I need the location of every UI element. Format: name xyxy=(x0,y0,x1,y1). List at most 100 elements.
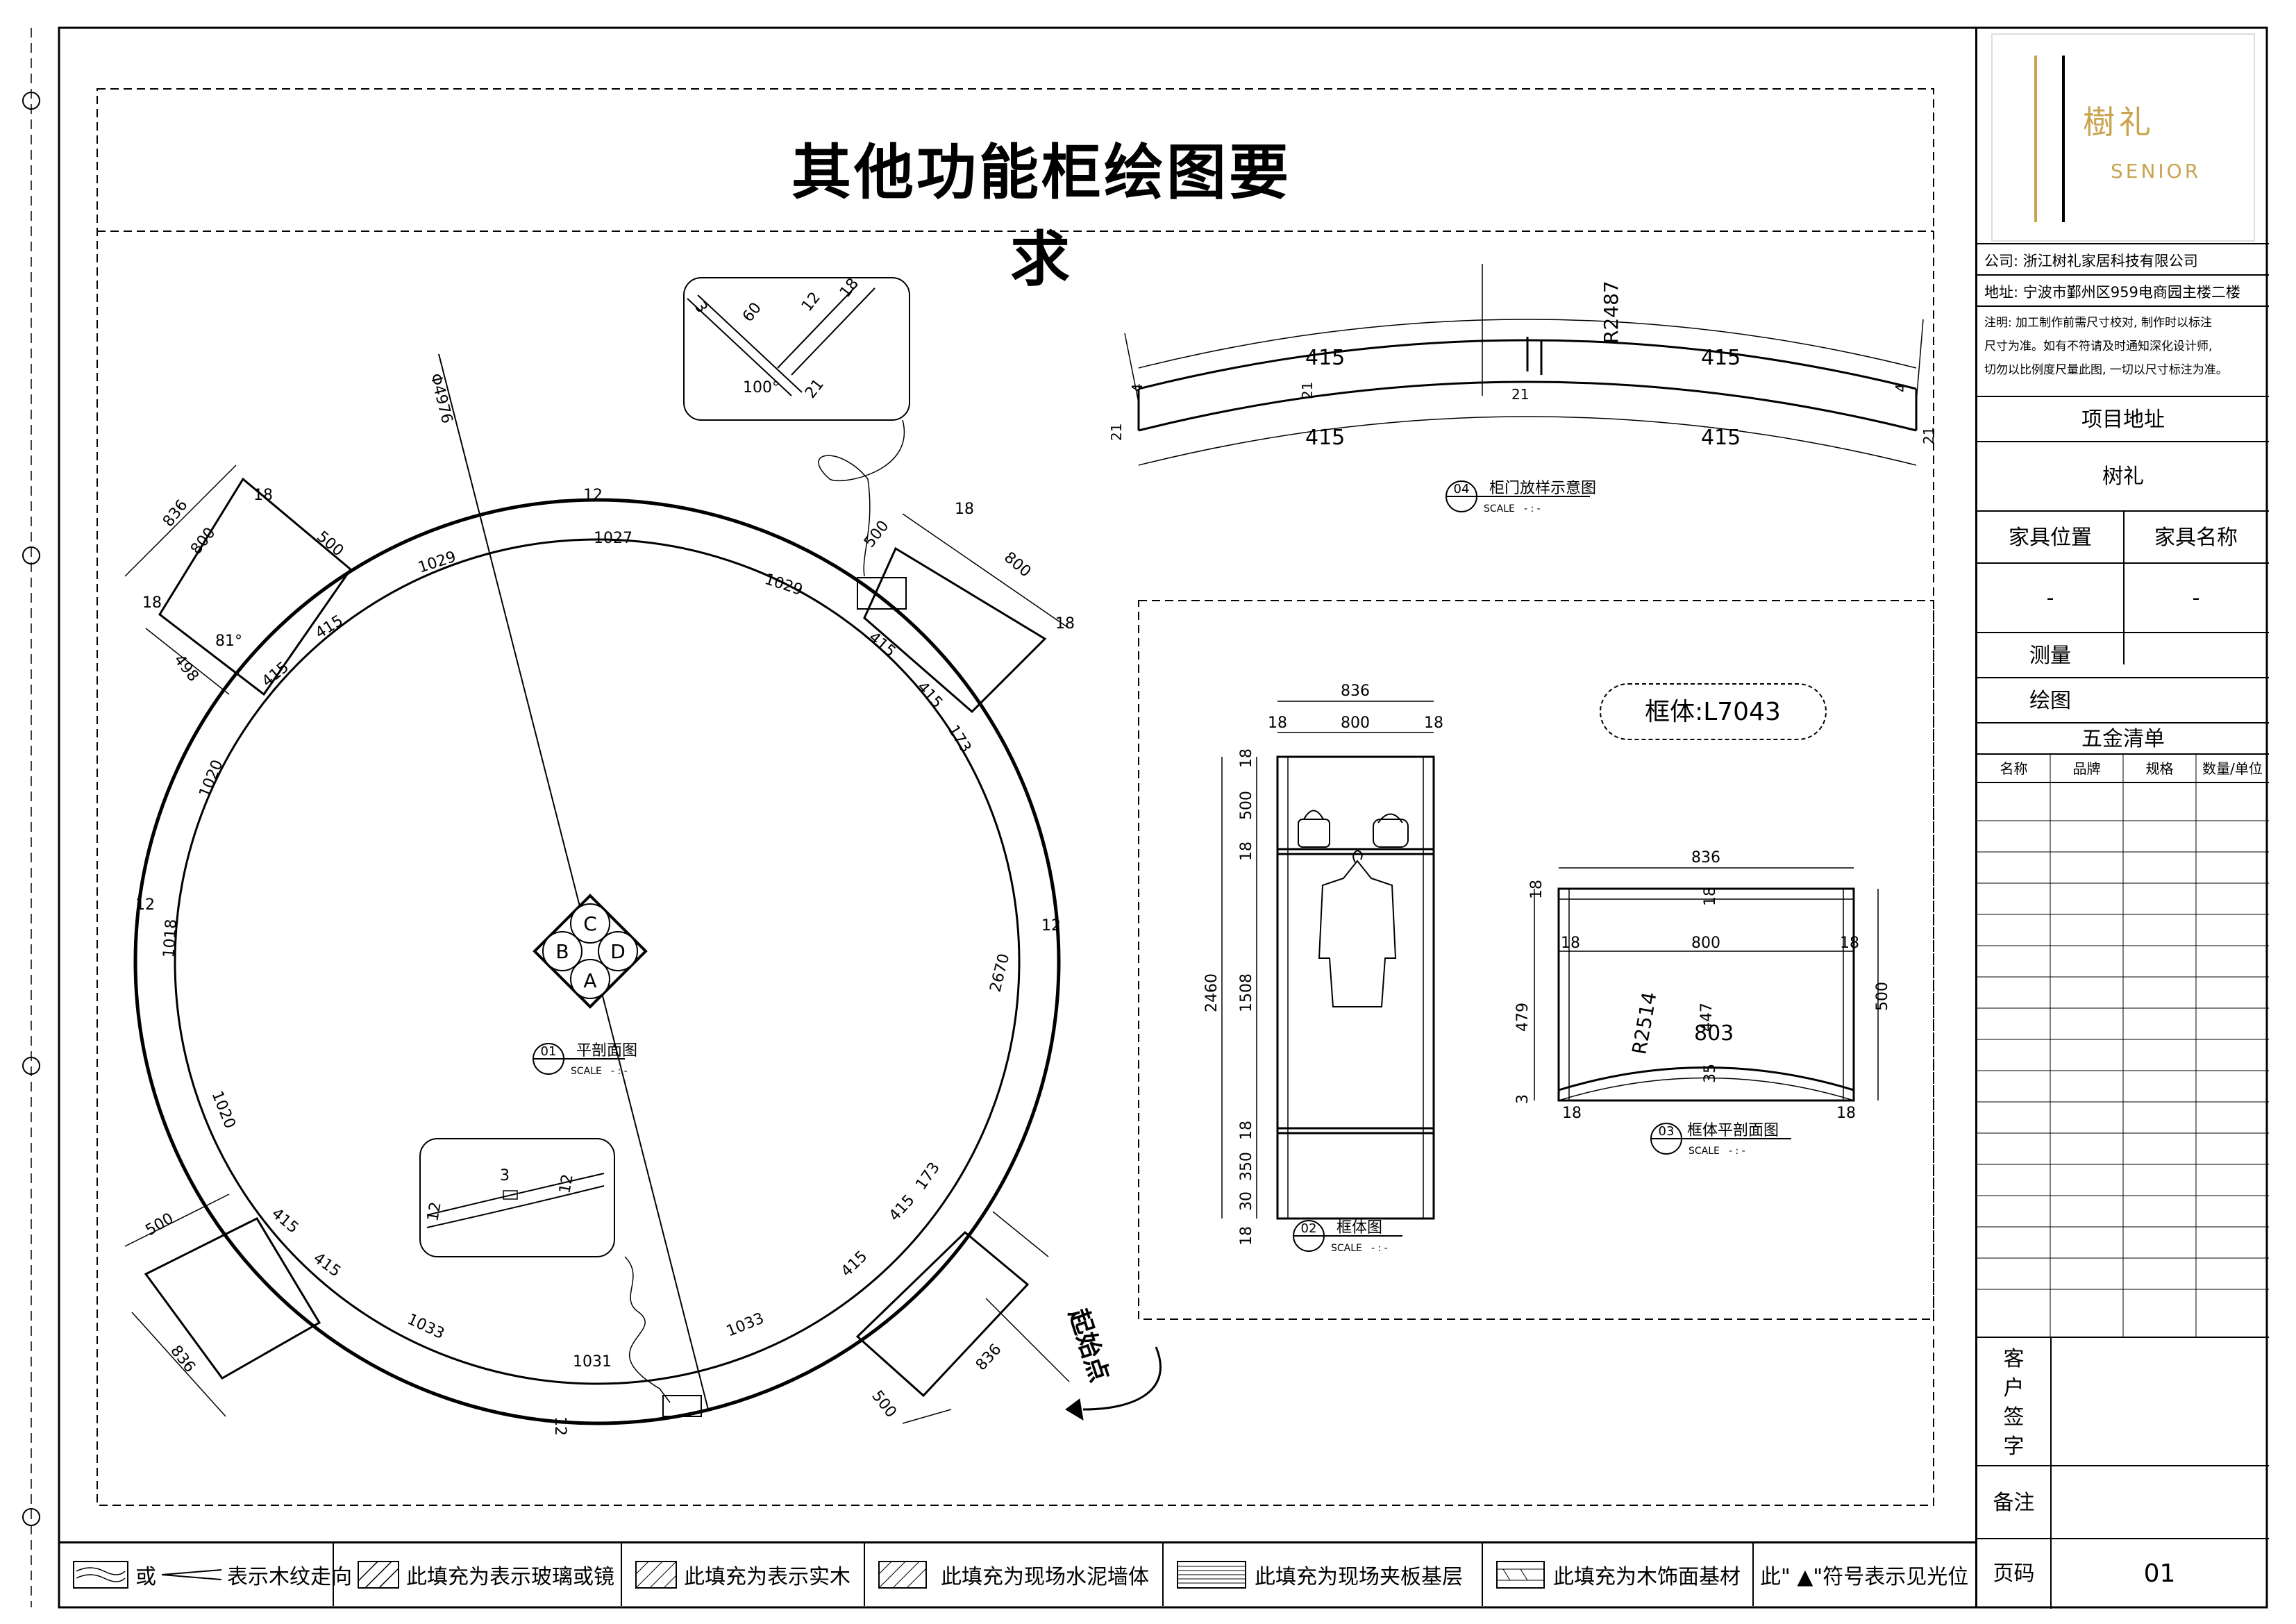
svg-text:平剖面图: 平剖面图 xyxy=(576,1042,637,1060)
glass-hatch-icon xyxy=(358,1561,399,1589)
svg-text:479: 479 xyxy=(1514,1003,1532,1032)
view-tag-01: 01 平剖面图 SCALE - : - xyxy=(533,1042,637,1077)
page-number: 01 xyxy=(2143,1559,2176,1588)
detail-dim: 60 xyxy=(739,299,765,325)
dim-label: 1020 xyxy=(196,757,226,800)
dim-diameter: Φ4976 xyxy=(426,371,455,425)
door-dim: 415 xyxy=(1701,426,1741,450)
dim-label: 1029 xyxy=(416,549,458,577)
svg-text:1508: 1508 xyxy=(1238,973,1255,1012)
door-lofting-view: 415 415 415 415 R2487 21 21 21 21 4 4 04… xyxy=(1111,264,1937,514)
legend-light-position: 此" ▲"符号表示见光位 xyxy=(1760,1565,1969,1589)
dim-label: 81° xyxy=(215,633,242,650)
project-address-value: 树礼 xyxy=(2102,464,2144,489)
svg-text:836: 836 xyxy=(1341,683,1370,700)
svg-text:350: 350 xyxy=(1238,1152,1255,1181)
svg-text:SCALE: SCALE xyxy=(1331,1243,1362,1254)
project-address-label: 项目地址 xyxy=(2081,408,2165,432)
dim-label: 1029 xyxy=(762,571,805,599)
svg-text:800: 800 xyxy=(1691,935,1720,952)
svg-text:18: 18 xyxy=(1238,842,1255,861)
dim-label: 1018 xyxy=(160,919,181,959)
svg-text:04: 04 xyxy=(1454,482,1470,496)
svg-text:3: 3 xyxy=(1514,1094,1532,1104)
legend-grain-text: 表示木纹走向 xyxy=(227,1565,352,1589)
svg-text:03: 03 xyxy=(1659,1124,1675,1139)
diameter-line xyxy=(438,353,709,1410)
svg-text:框体平剖面图: 框体平剖面图 xyxy=(1687,1122,1779,1139)
hardware-col-brand: 品牌 xyxy=(2072,760,2101,777)
dim-label: 1033 xyxy=(404,1311,446,1343)
detail-dim: 12 xyxy=(556,1173,576,1195)
client-sign-char: 签 xyxy=(2003,1405,2025,1430)
svg-text:18: 18 xyxy=(1702,887,1719,906)
compass-symbol: C A B D xyxy=(533,894,648,1009)
dim-label: 800 xyxy=(1000,549,1034,580)
svg-text:447: 447 xyxy=(1698,1003,1716,1032)
dim-label: 1033 xyxy=(724,1309,766,1340)
cabinet-bottom-left xyxy=(144,1217,321,1380)
dim-label: 12 xyxy=(551,1416,569,1436)
bag-icon xyxy=(1373,819,1409,848)
dim-label: 1027 xyxy=(594,530,632,547)
svg-text:框体:L7043: 框体:L7043 xyxy=(1645,698,1781,726)
hardware-col-spec: 规格 xyxy=(2145,760,2174,777)
dim-label: 415 xyxy=(259,658,292,690)
legend-glass: 此填充为表示玻璃或镜 xyxy=(406,1565,614,1589)
door-dim: 415 xyxy=(1701,346,1741,370)
dim-label: 1020 xyxy=(208,1089,238,1131)
legend-plywood: 此填充为现场夹板基层 xyxy=(1255,1565,1463,1589)
cabinet-top-left xyxy=(158,477,353,696)
client-sign-char: 户 xyxy=(2003,1376,2025,1400)
solid-wood-hatch-icon xyxy=(635,1561,677,1589)
svg-text:- : -: - : - xyxy=(1729,1146,1745,1157)
svg-text:836: 836 xyxy=(1691,849,1720,867)
note-line-2: 尺寸为准。如有不符请及时通知深化设计师, xyxy=(1984,340,2213,353)
svg-text:18: 18 xyxy=(1528,880,1545,899)
dim-label: 18 xyxy=(955,501,974,518)
svg-text:18: 18 xyxy=(1268,714,1287,732)
door-dim: 415 xyxy=(1305,346,1345,370)
dim-label: 12 xyxy=(1041,917,1061,935)
door-radius: R2487 xyxy=(1600,281,1623,344)
legend-grain-or: 或 xyxy=(135,1565,156,1589)
title-block: 樹礼 SENIOR 公司: 浙江树礼家居科技有限公司 地址: 宁波市鄞州区959… xyxy=(1975,28,2269,1609)
svg-text:柜门放样示意图: 柜门放样示意图 xyxy=(1489,480,1596,497)
dim-label: 2670 xyxy=(987,952,1014,994)
detail-dim: 12 xyxy=(424,1200,444,1223)
dim-label: 12 xyxy=(135,896,155,914)
hardware-col-name: 名称 xyxy=(2000,760,2028,777)
note-line-1: 注明: 加工制作前需尺寸校对, 制作时以标注 xyxy=(1984,316,2212,330)
draw-label: 绘图 xyxy=(2029,689,2071,713)
svg-text:21: 21 xyxy=(1511,386,1529,403)
frame-section-view: 836 800 18 18 18 18 18 18 479 447 500 35… xyxy=(1514,849,1891,1157)
svg-text:30: 30 xyxy=(1238,1191,1255,1211)
view-tag-03: 03 框体平剖面图 SCALE - : - xyxy=(1650,1122,1791,1157)
dim-label: 18 xyxy=(142,594,162,612)
company-logo: 樹礼 SENIOR xyxy=(1991,33,2255,242)
dim-label: 12 xyxy=(583,487,603,504)
svg-text:SCALE: SCALE xyxy=(571,1066,602,1077)
page-label: 页码 xyxy=(1993,1562,2035,1586)
svg-text:18: 18 xyxy=(1836,1105,1856,1122)
svg-text:18: 18 xyxy=(1424,714,1443,732)
dim-label: 500 xyxy=(861,517,893,551)
coat-icon xyxy=(1318,860,1397,1007)
furniture-position-label: 家具位置 xyxy=(2009,526,2092,550)
dim-label: 415 xyxy=(886,1191,919,1225)
bag-icon xyxy=(1298,819,1330,848)
svg-text:18: 18 xyxy=(1840,935,1859,952)
detail-dim: 21 xyxy=(802,376,828,401)
svg-text:18: 18 xyxy=(1562,1105,1582,1122)
outer-ring xyxy=(133,498,1061,1425)
dim-label: 415 xyxy=(838,1248,871,1280)
inner-ring xyxy=(174,538,1021,1385)
svg-text:18: 18 xyxy=(1238,748,1255,768)
hardware-col-qty: 数量/单位 xyxy=(2202,760,2263,777)
dim-label: 415 xyxy=(865,628,898,660)
legend-solid-wood: 此填充为表示实木 xyxy=(684,1565,850,1589)
dim-label: 173 xyxy=(912,1160,944,1194)
svg-text:SCALE: SCALE xyxy=(1689,1146,1720,1157)
section-radius: R2514 xyxy=(1627,990,1661,1056)
